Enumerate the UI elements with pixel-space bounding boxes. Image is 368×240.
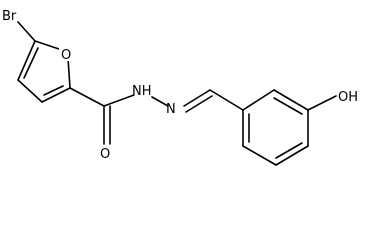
bond-c5-o1 [34,40,63,51]
atom-labels: Br O O NH N OH [2,9,358,162]
bond-n-ch-inner [185,95,213,113]
bond-c2-c3 [41,87,71,103]
amide-nh-label: NH [132,84,152,99]
bond-br-c5 [17,21,36,42]
bond-c2-carbonyl [69,87,105,107]
carbonyl-oxygen-label: O [100,147,110,162]
furan-oxygen-label: O [61,48,71,63]
bond-c3-c4 [17,79,43,103]
bromine-label: Br [2,9,17,24]
bond-c4-c5-inner [23,47,39,79]
bond-n-ch [183,89,211,107]
bond-c2-c3-inner [43,85,64,96]
bond-c4-c5 [17,40,36,81]
bond-ring-4-5 [275,145,309,166]
hydroxyl-label: OH [338,90,358,105]
bonds [17,21,337,166]
bond-ring-2-3 [273,89,309,111]
bond-ring-4-5-inner [275,142,303,159]
bond-carbonyl-nh [103,94,135,107]
bond-o1-c2 [67,57,71,89]
bond-ch-ring [209,89,244,111]
imine-n-label: N [166,102,176,117]
bond-ring-1-2 [242,89,275,111]
chemical-structure: Br O O NH N OH [2,9,358,166]
bond-nh-n [151,96,169,107]
bond-ring-5-6 [242,145,277,166]
bond-ring-2-3-inner [273,97,303,115]
bond-ring-oh [307,95,337,111]
